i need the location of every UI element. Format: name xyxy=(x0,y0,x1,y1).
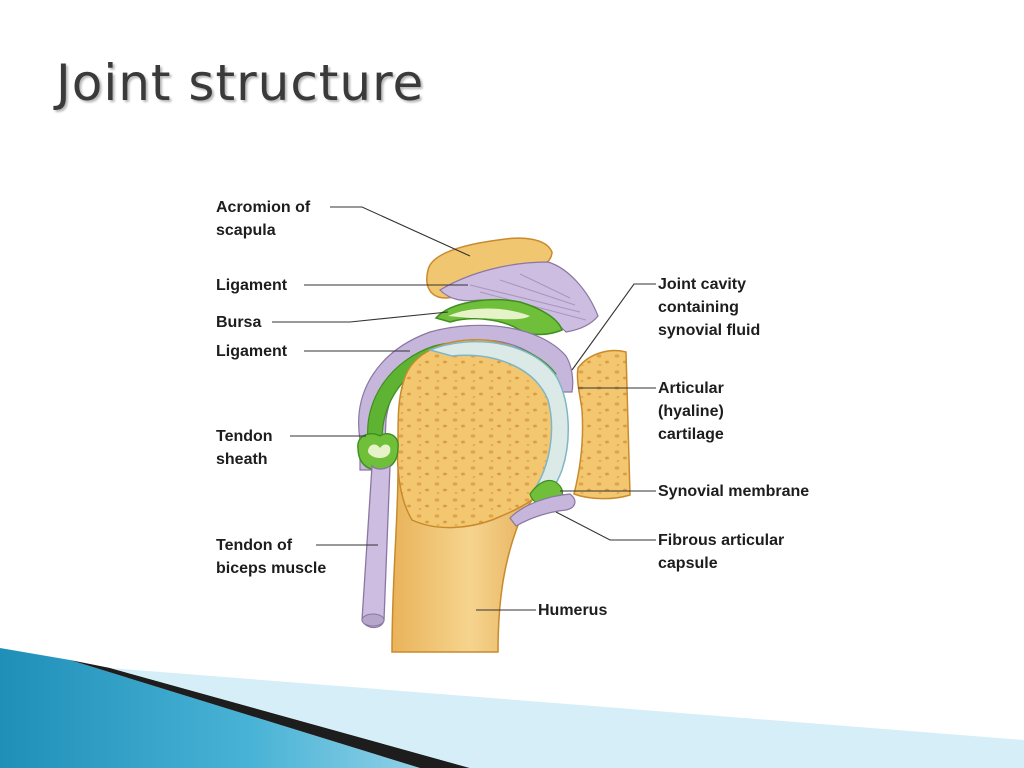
label-joint-cavity: Joint cavity containing synovial fluid xyxy=(658,276,761,339)
label-fibrous-capsule: Fibrous articular capsule xyxy=(658,532,785,572)
label-synovial-membrane: Synovial membrane xyxy=(658,483,810,500)
label-tendon-biceps: Tendon of biceps muscle xyxy=(216,537,327,577)
slide-title: Joint structure xyxy=(56,54,425,112)
label-ligament-top: Ligament xyxy=(216,277,288,294)
label-humerus: Humerus xyxy=(538,602,608,619)
label-tendon-sheath: Tendon sheath xyxy=(216,428,273,468)
label-bursa: Bursa xyxy=(216,314,262,331)
label-articular-cartilage: Articular (hyaline) cartilage xyxy=(658,380,724,443)
label-acromion: Acromion of scapula xyxy=(216,199,311,239)
label-ligament-mid: Ligament xyxy=(216,343,288,360)
fibrous-capsule-shape xyxy=(509,493,576,527)
leader-lines xyxy=(272,206,656,611)
